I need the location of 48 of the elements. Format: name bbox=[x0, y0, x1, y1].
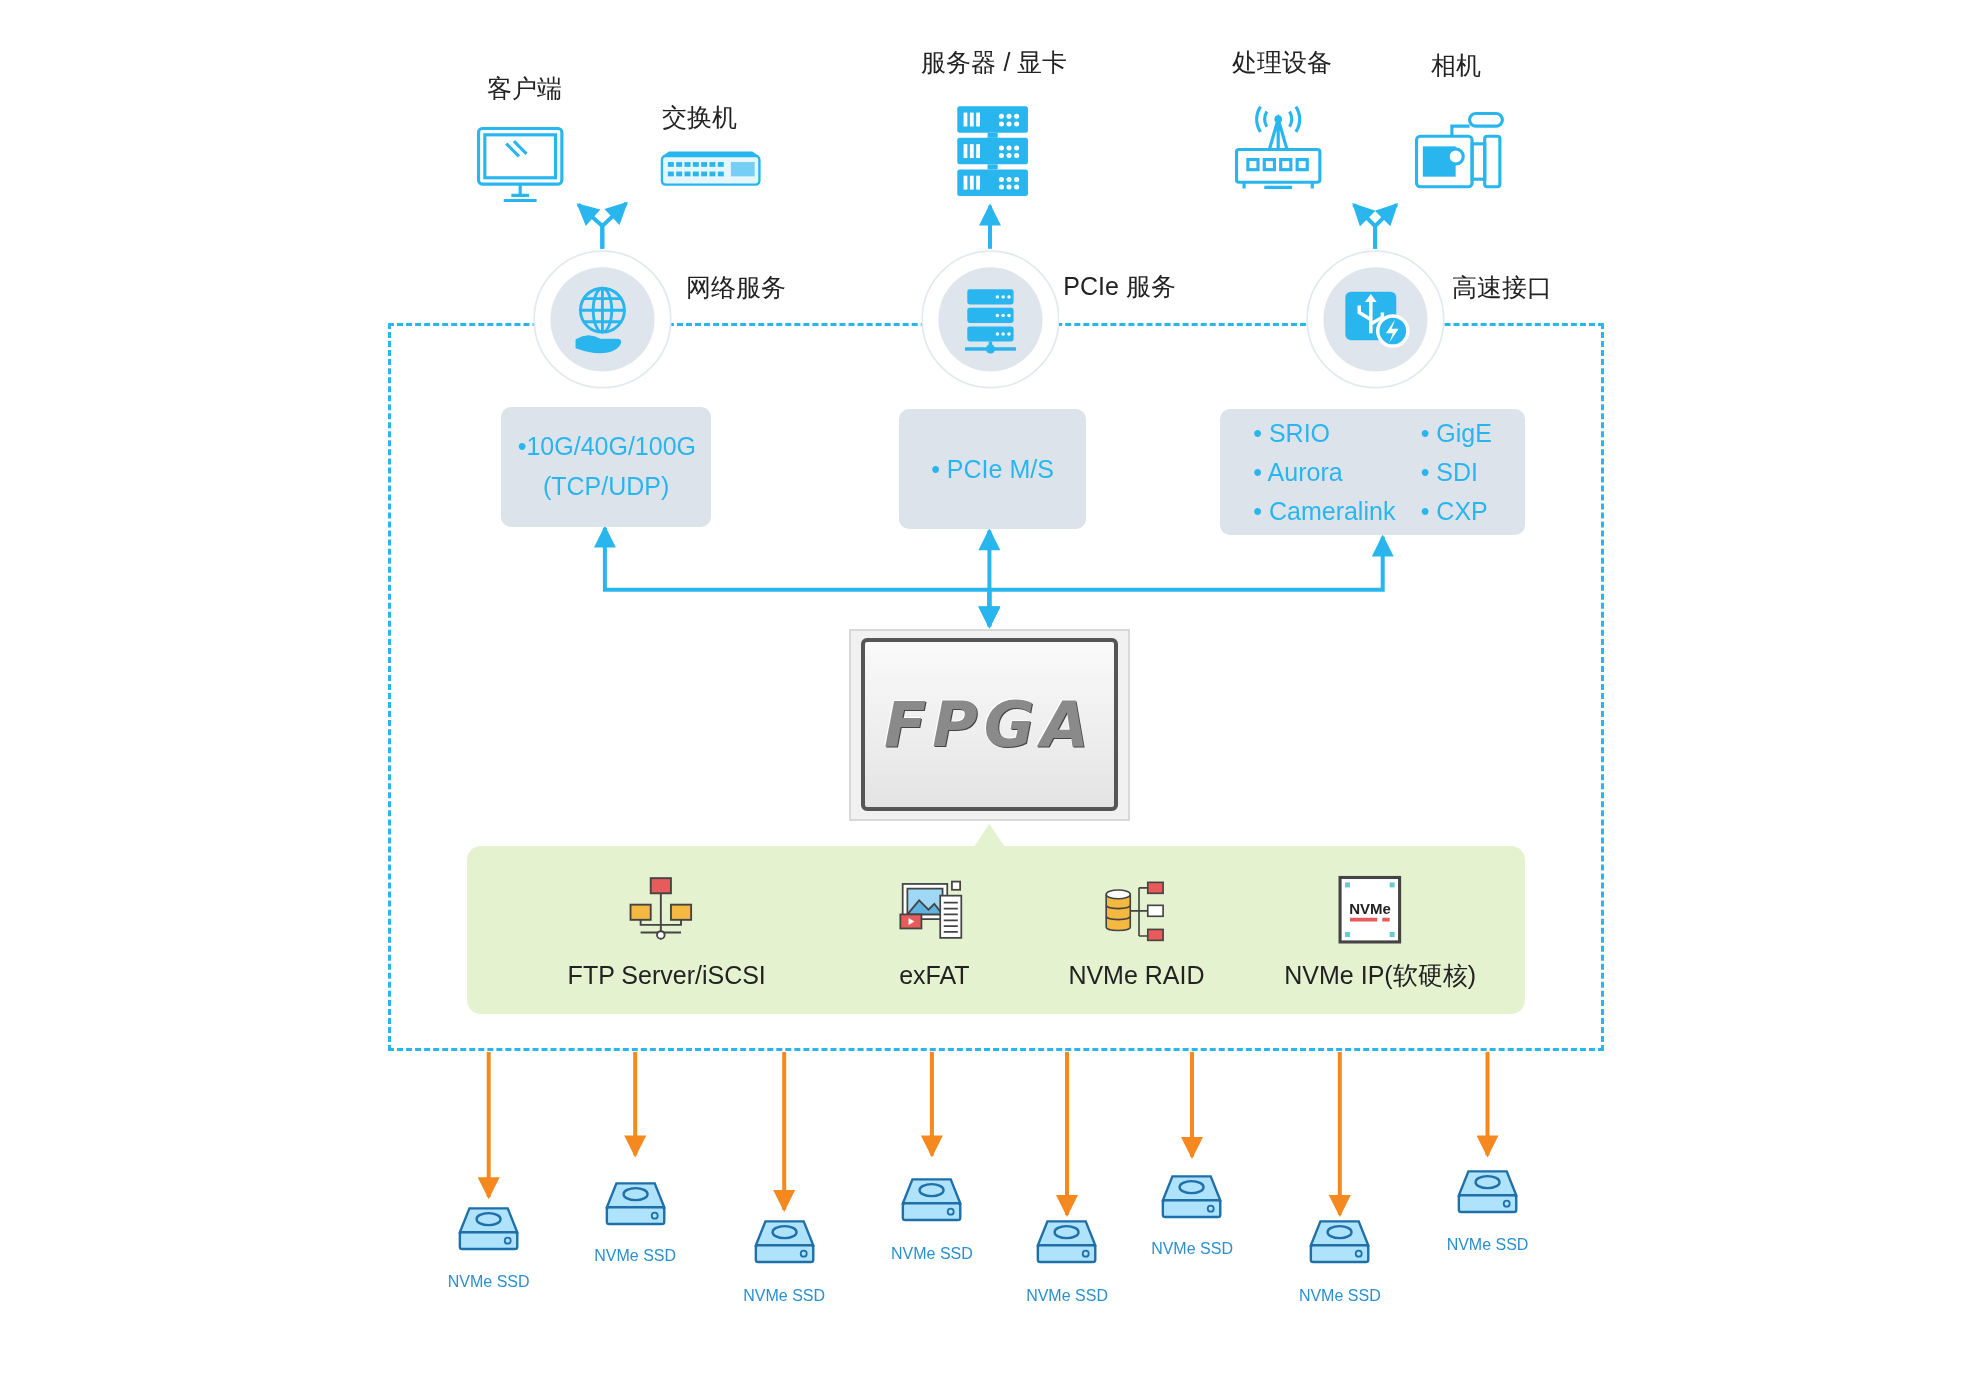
drive-label: NVMe SSD bbox=[446, 1272, 531, 1293]
list-item: • SRIO bbox=[1253, 417, 1332, 449]
list-item: • SDI bbox=[1420, 456, 1479, 488]
device-label: 客户端 bbox=[485, 72, 563, 104]
arrow bbox=[1328, 1051, 1351, 1217]
drive-label: NVMe SSD bbox=[742, 1285, 827, 1306]
service-label: PCIe 服务 bbox=[1063, 270, 1177, 302]
drive-label: NVMe SSD bbox=[593, 1245, 678, 1266]
protocol-box bbox=[899, 409, 1086, 530]
fpga-chip bbox=[848, 628, 1131, 821]
device-label: 处理设备 bbox=[1230, 47, 1333, 79]
arrow bbox=[624, 1051, 647, 1158]
feature-label: NVMe RAID bbox=[1067, 960, 1206, 992]
list-item: • CXP bbox=[1420, 495, 1489, 527]
arrow bbox=[920, 1051, 943, 1158]
arrow bbox=[1476, 1051, 1499, 1158]
arrow bbox=[979, 203, 1001, 249]
feature-label: NVMe IP(软硬核) bbox=[1283, 960, 1477, 992]
device-label: 服务器 / 显卡 bbox=[920, 47, 1069, 79]
list-item: • Aurora bbox=[1253, 456, 1344, 488]
list-item: • GigE bbox=[1420, 417, 1492, 449]
list-item: •10G/40G/100G (TCP/UDP) bbox=[517, 431, 695, 502]
chip-label: NVMe bbox=[1348, 898, 1392, 919]
feature-label: FTP Server/iSCSI bbox=[566, 960, 767, 992]
arrow bbox=[600, 201, 628, 249]
drive-label: NVMe SSD bbox=[1445, 1235, 1530, 1256]
list-item: • Cameralink bbox=[1253, 495, 1396, 527]
feature-label: exFAT bbox=[898, 960, 971, 992]
arrow bbox=[1181, 1051, 1203, 1159]
list-item: • PCIe M/S bbox=[930, 453, 1055, 485]
service-label: 高速接口 bbox=[1452, 272, 1554, 304]
arrow bbox=[477, 1051, 500, 1200]
chip-label: FPGA bbox=[884, 688, 1095, 762]
protocol-box bbox=[1219, 409, 1526, 536]
feature-panel bbox=[467, 846, 1526, 1014]
arrow bbox=[773, 1051, 796, 1212]
device-label: 相机 bbox=[1429, 49, 1482, 81]
device-label: 交换机 bbox=[661, 101, 739, 133]
protocol-box bbox=[501, 406, 711, 527]
arrow bbox=[1373, 203, 1399, 249]
service-label: 网络服务 bbox=[685, 272, 787, 304]
drive-label: NVMe SSD bbox=[890, 1244, 974, 1265]
drive-label: NVMe SSD bbox=[1297, 1285, 1382, 1306]
arrow bbox=[1056, 1051, 1078, 1217]
dashed-frame bbox=[387, 323, 1604, 1051]
drive-label: NVMe SSD bbox=[1025, 1285, 1109, 1306]
drive-label: NVMe SSD bbox=[1150, 1239, 1234, 1260]
arrow bbox=[978, 534, 1394, 629]
